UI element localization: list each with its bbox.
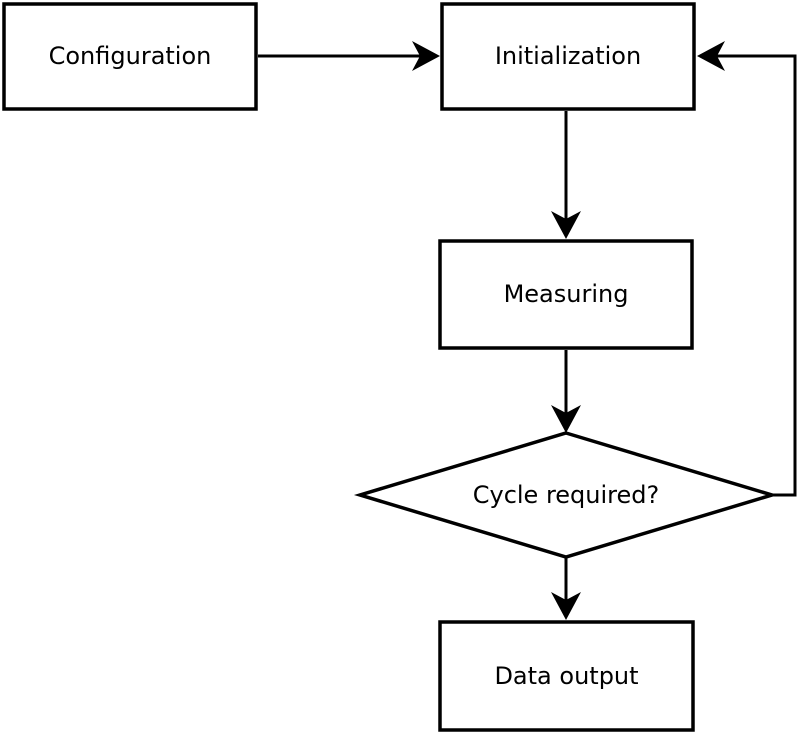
node-initialization-box — [440, 2, 696, 111]
arrowhead-down-icon — [551, 592, 581, 620]
node-cycle-required-diamond — [353, 431, 779, 559]
arrowhead-down-icon — [551, 211, 581, 239]
node-configuration-box — [2, 2, 258, 111]
edge-cycle-required-to-initialization-loop — [711, 54, 797, 497]
arrowhead-right-icon — [412, 41, 440, 71]
node-measuring-box — [438, 239, 694, 350]
arrowhead-left-icon — [697, 41, 725, 71]
node-data-output-box — [438, 620, 695, 732]
arrowhead-down-icon — [551, 405, 581, 433]
